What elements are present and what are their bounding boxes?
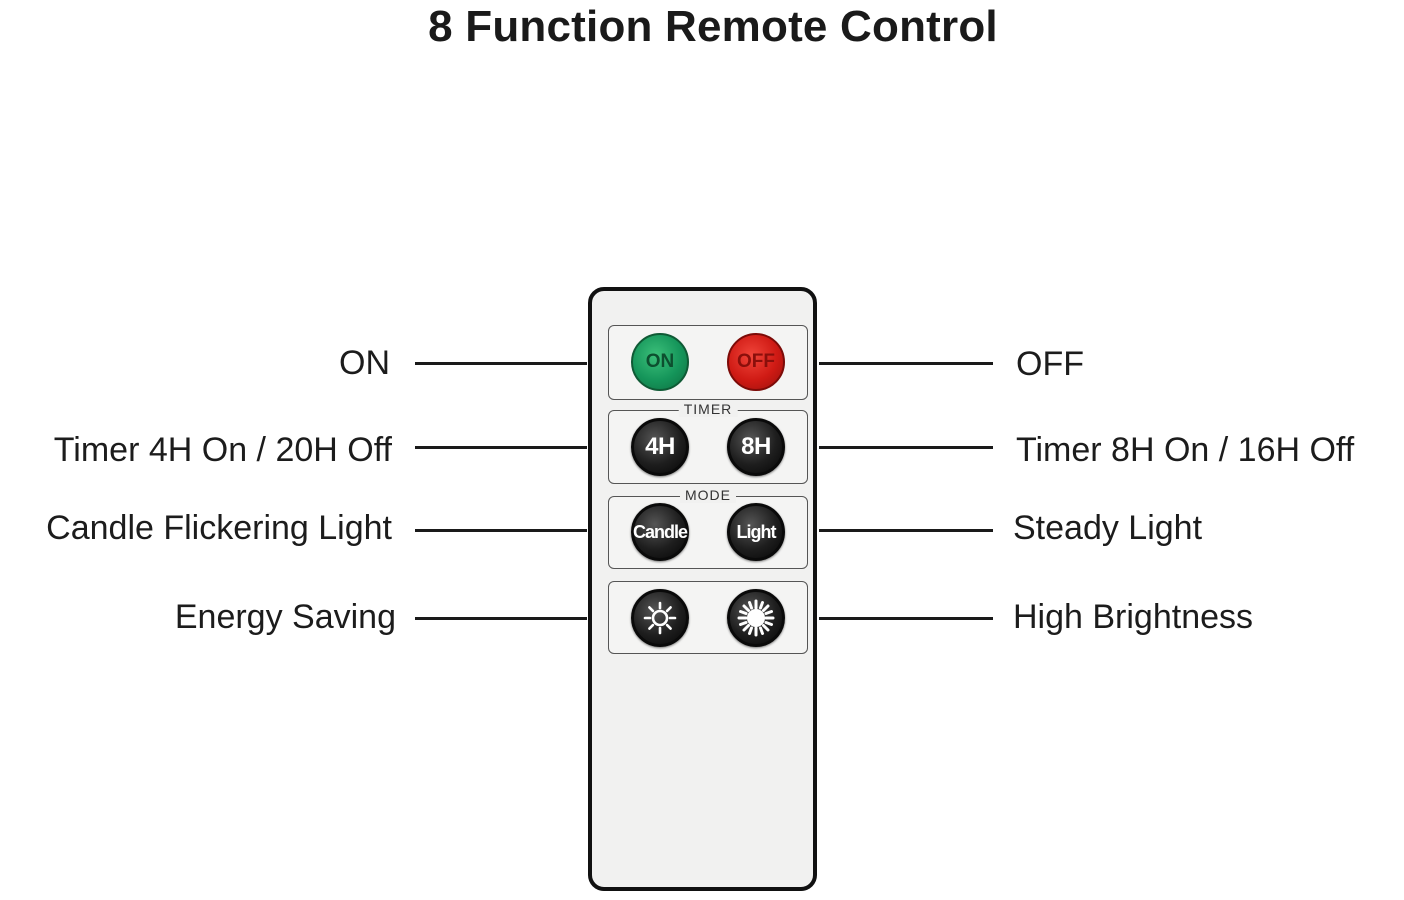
leader-line-energy	[415, 617, 587, 620]
power-button-group: ON OFF	[608, 325, 808, 400]
label-energy-saving: Energy Saving	[174, 598, 396, 636]
leader-line-off	[819, 362, 993, 365]
label-steady-light: Steady Light	[1013, 509, 1203, 547]
off-button-label: OFF	[737, 351, 775, 372]
timer-button-group: TIMER 4H 8H	[608, 401, 808, 484]
high-brightness-button[interactable]	[727, 589, 785, 647]
label-off: OFF	[1016, 345, 1084, 383]
brightness-button-group	[608, 581, 808, 654]
label-timer-4h: Timer 4H On / 20H Off	[53, 431, 392, 469]
timer-caption: TIMER	[678, 401, 738, 417]
timer-8h-button[interactable]: 8H	[727, 418, 785, 476]
on-button[interactable]: ON	[631, 333, 689, 391]
timer-8h-button-label: 8H	[741, 433, 771, 460]
label-on: ON	[339, 344, 390, 382]
diagram-title: 8 Function Remote Control	[428, 2, 998, 51]
leader-line-steady	[819, 529, 993, 532]
leader-line-timer-4h	[415, 446, 587, 449]
energy-saving-button[interactable]	[631, 589, 689, 647]
leader-line-high	[819, 617, 993, 620]
sun-filled-icon	[737, 599, 775, 637]
leader-line-on	[415, 362, 587, 365]
sun-outline-icon	[643, 601, 677, 635]
timer-4h-button[interactable]: 4H	[631, 418, 689, 476]
remote-control-body: ON OFF TIMER 4H 8H MODE Candle Light	[588, 287, 817, 891]
timer-4h-button-label: 4H	[645, 433, 675, 460]
label-timer-8h: Timer 8H On / 16H Off	[1016, 431, 1355, 469]
mode-caption: MODE	[680, 487, 736, 503]
candle-mode-button-label: Candle	[633, 521, 688, 542]
leader-line-timer-8h	[819, 446, 993, 449]
steady-light-button-label: Light	[736, 521, 777, 542]
leader-line-candle	[415, 529, 587, 532]
on-button-label: ON	[645, 351, 675, 372]
label-high-brightness: High Brightness	[1013, 598, 1254, 636]
mode-button-group: MODE Candle Light	[608, 487, 808, 569]
off-button[interactable]: OFF	[727, 333, 785, 391]
candle-mode-button[interactable]: Candle	[631, 503, 689, 561]
steady-light-button[interactable]: Light	[727, 503, 785, 561]
label-candle-flickering: Candle Flickering Light	[46, 509, 392, 547]
